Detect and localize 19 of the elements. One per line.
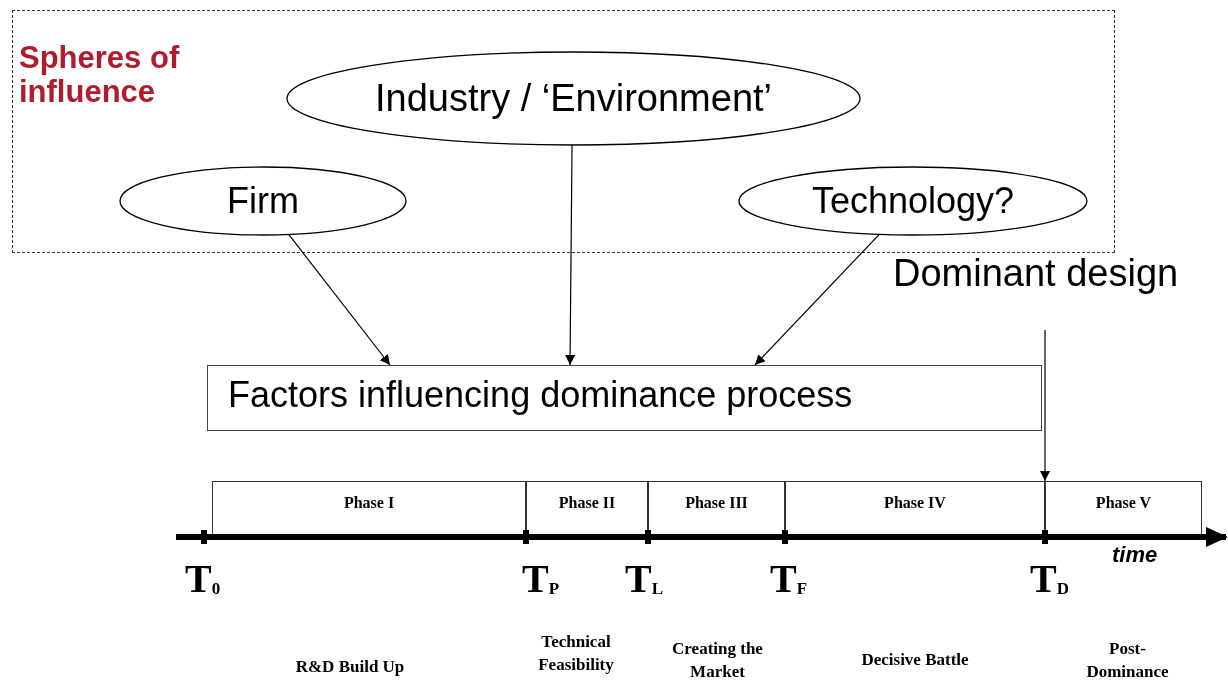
- phase-box: Phase V: [1045, 481, 1202, 536]
- phase-box: Phase I: [212, 481, 526, 536]
- process-box: Factors influencing dominance process: [207, 365, 1042, 431]
- phase-description: Creating the Market: [671, 638, 764, 683]
- phase-description: Technical Feasibility: [537, 631, 615, 676]
- phase-description: Decisive Battle: [860, 649, 970, 671]
- annotation-text: Dominant design: [893, 252, 1179, 295]
- group-title: Spheres of influence: [19, 41, 181, 110]
- ellipse-node: Technology?: [738, 166, 1088, 236]
- ellipse-node: Industry / ‘Environment’: [286, 51, 861, 146]
- phase-description: R&D Build Up: [294, 656, 406, 678]
- arrow: [565, 144, 576, 366]
- arrow: [1040, 329, 1050, 482]
- arrow: [288, 233, 391, 366]
- axis-label: time: [1112, 542, 1158, 568]
- arrow: [754, 233, 880, 366]
- phase-description: Post-Dominance: [1085, 638, 1170, 683]
- dashed-group-frame: [12, 10, 1115, 253]
- ellipse-node: Firm: [119, 166, 407, 236]
